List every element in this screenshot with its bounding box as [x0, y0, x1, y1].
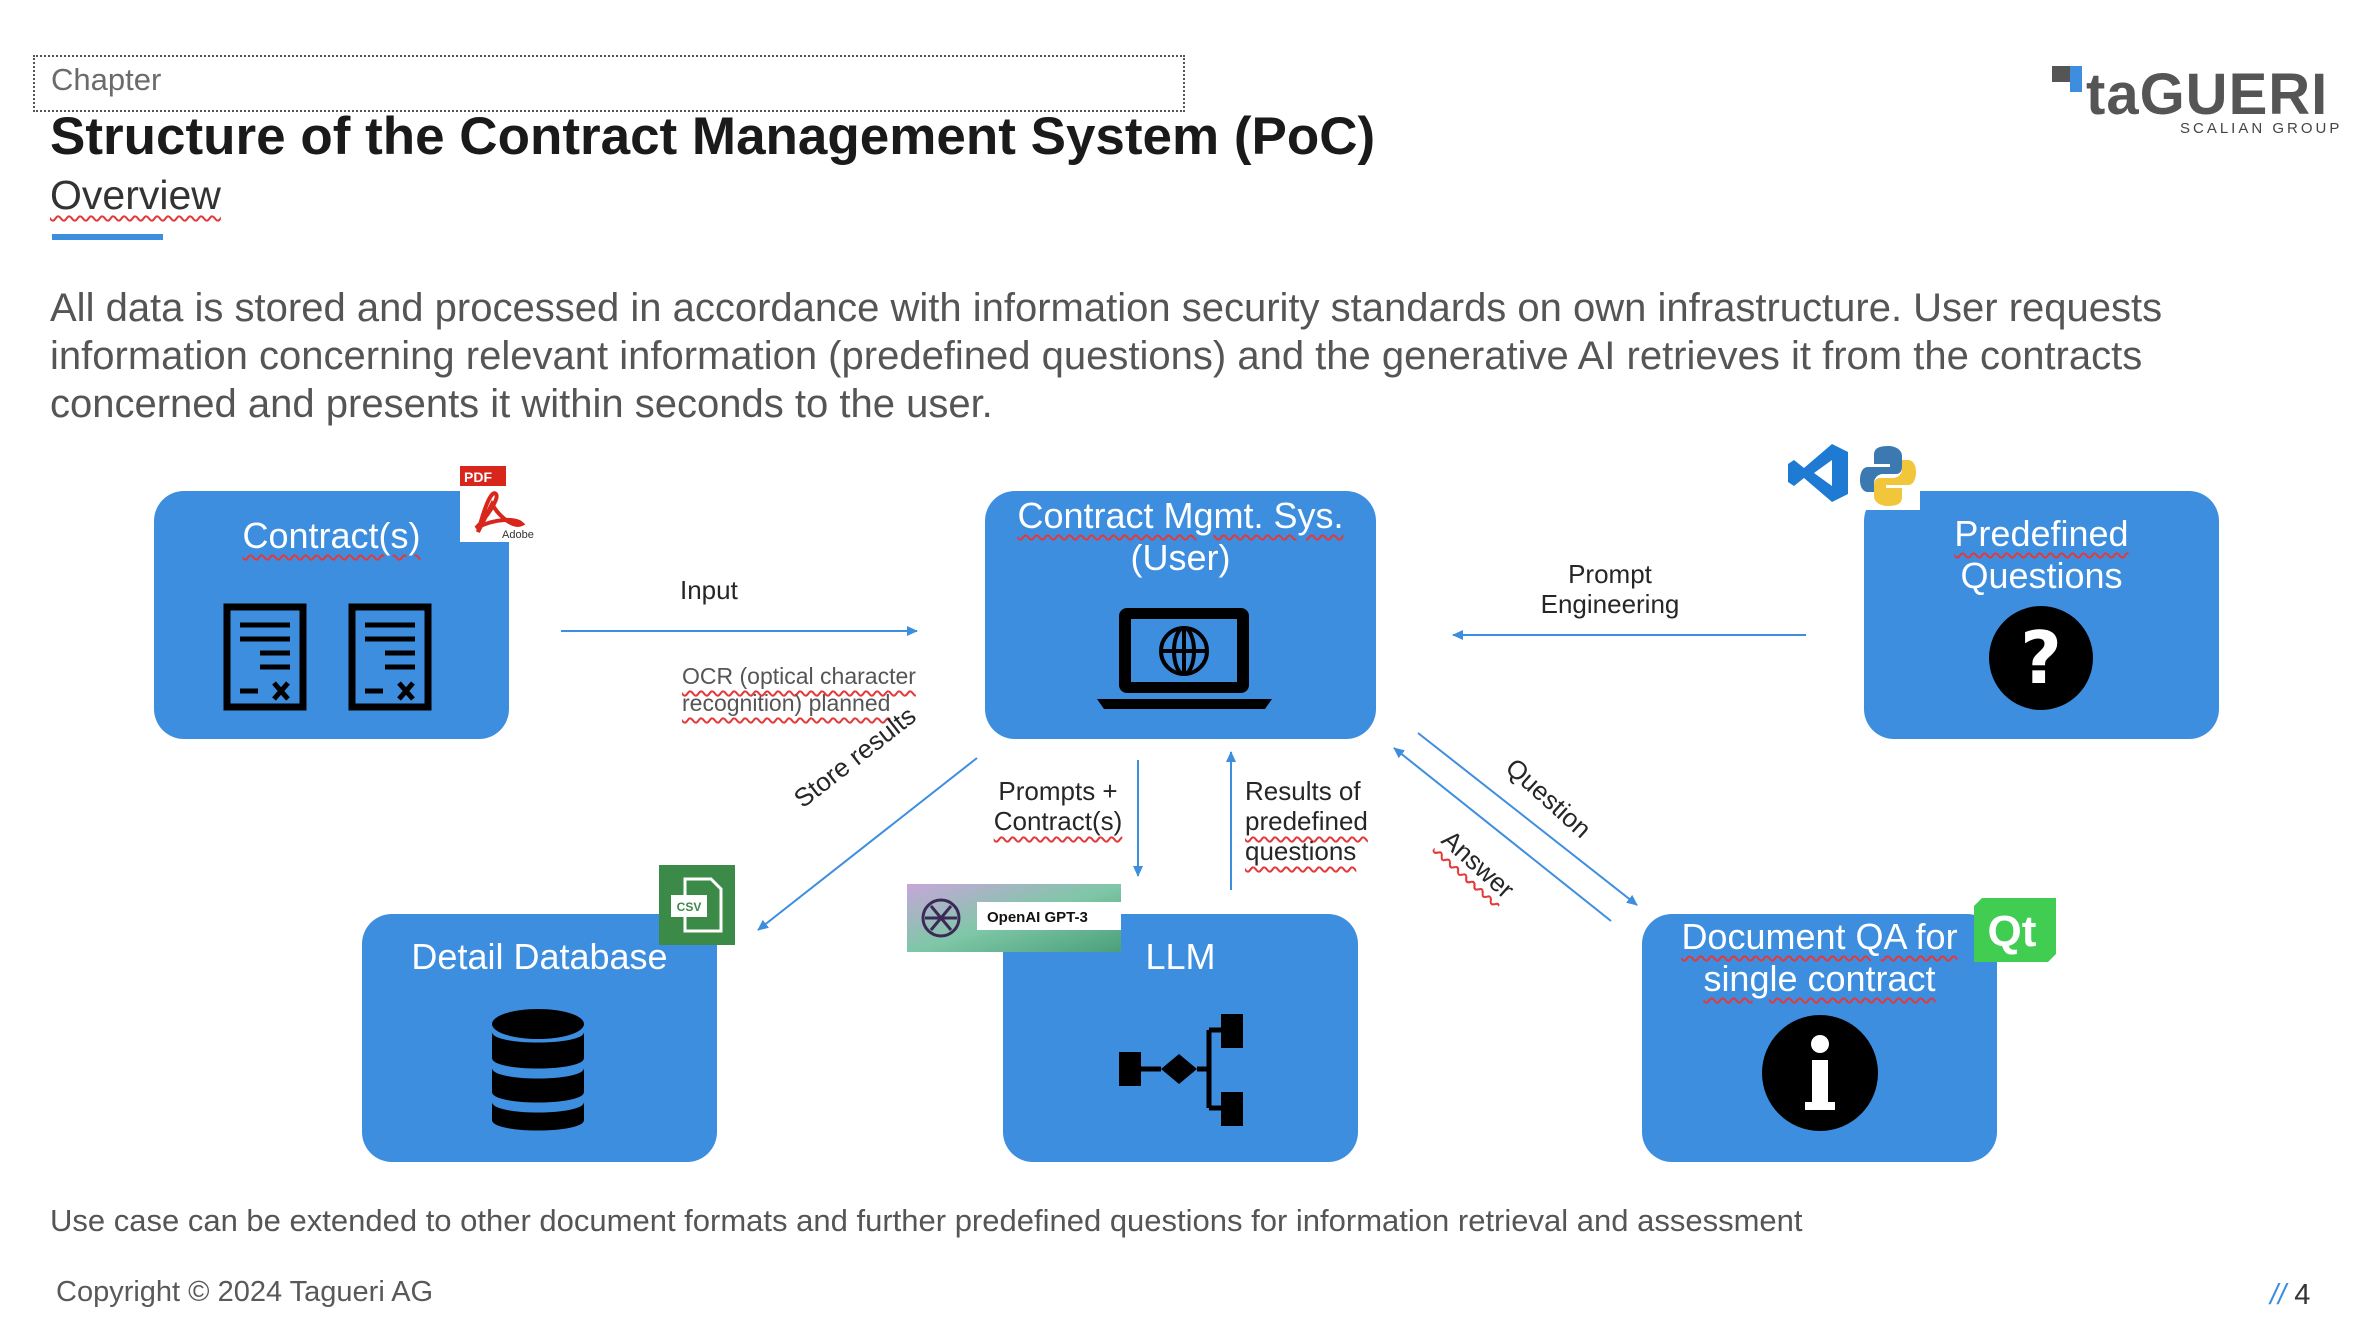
copyright: Copyright © 2024 Tagueri AG — [56, 1276, 434, 1308]
label-input: Input — [680, 575, 738, 605]
arrow-answer — [1393, 747, 1612, 922]
node-llm[interactable]: LLM — [1003, 914, 1358, 1162]
title-accent-bar — [52, 234, 163, 240]
label-prompt-engineering: Prompt Engineering — [1540, 559, 1680, 619]
arrow-store-results — [757, 757, 978, 931]
qt-icon: Qt — [1974, 898, 2056, 962]
info-icon — [1762, 1015, 1878, 1131]
intro-paragraph: All data is stored and processed in acco… — [50, 286, 2163, 426]
workflow-icon — [1119, 1014, 1243, 1126]
svg-text:?: ? — [2020, 616, 2062, 700]
page-subtitle: Overview — [50, 172, 221, 218]
node-cms-title-line1: Contract Mgmt. Sys. — [1017, 495, 1344, 536]
node-contracts[interactable]: Contract(s) — [154, 491, 509, 739]
vscode-icon — [1788, 444, 1848, 502]
logo-tagline: SCALIAN GROUP — [2180, 120, 2343, 137]
svg-text:CSV: CSV — [677, 900, 702, 914]
python-icon — [1860, 442, 1920, 510]
node-docqa-title-line1: Document QA for — [1681, 916, 1958, 957]
laptop-globe-icon — [1097, 608, 1272, 709]
page-title: Structure of the Contract Management Sys… — [50, 107, 1376, 166]
label-results: Results of predefined questions — [1245, 776, 1368, 866]
svg-text:Qt: Qt — [1988, 907, 2037, 956]
node-contract-mgmt-system[interactable]: Contract Mgmt. Sys. (User) — [985, 491, 1376, 739]
chapter-label: Chapter — [51, 62, 162, 97]
label-prompts: Prompts + Contract(s) — [993, 776, 1123, 836]
svg-text:Adobe: Adobe — [502, 529, 534, 541]
node-detail-database[interactable]: Detail Database — [362, 914, 717, 1162]
page-number: // 4 — [2270, 1279, 2310, 1312]
page-number-value: 4 — [2294, 1279, 2311, 1311]
node-predefined-questions[interactable]: Predefined Questions ? — [1864, 491, 2219, 739]
contract-document-icons — [223, 603, 432, 711]
question-mark-icon: ? — [1989, 606, 2093, 710]
page-number-slash: // — [2270, 1279, 2287, 1311]
node-docqa-title-line2: single contract — [1703, 958, 1936, 999]
label-ocr: OCR (optical character recognition) plan… — [682, 663, 916, 716]
pdf-adobe-icon: PDF Adobe — [460, 464, 534, 542]
tagueri-logo: taGUERI — [2052, 64, 2328, 127]
node-document-qa[interactable]: Document QA for single contract — [1642, 914, 1997, 1162]
logo-wordmark: taGUERI — [2086, 64, 2328, 127]
database-icon — [492, 1009, 584, 1131]
csv-file-icon: CSV — [659, 865, 735, 945]
node-llm-title: LLM — [1145, 936, 1216, 977]
openai-gpt3-badge: OpenAI GPT-3 — [907, 884, 1121, 952]
chapter-placeholder-box[interactable] — [33, 55, 1185, 112]
footer-note: Use case can be extended to other docume… — [50, 1203, 1803, 1238]
node-predefined-title-line1: Predefined — [1954, 513, 2129, 554]
arrow-question — [1417, 732, 1638, 906]
svg-text:OpenAI GPT-3: OpenAI GPT-3 — [987, 909, 1088, 926]
node-predefined-title-line2: Questions — [1960, 555, 2123, 596]
node-database-title: Detail Database — [411, 936, 668, 977]
node-contracts-title: Contract(s) — [242, 515, 421, 556]
node-cms-title-line2: (User) — [1130, 537, 1231, 578]
svg-text:PDF: PDF — [464, 469, 492, 485]
